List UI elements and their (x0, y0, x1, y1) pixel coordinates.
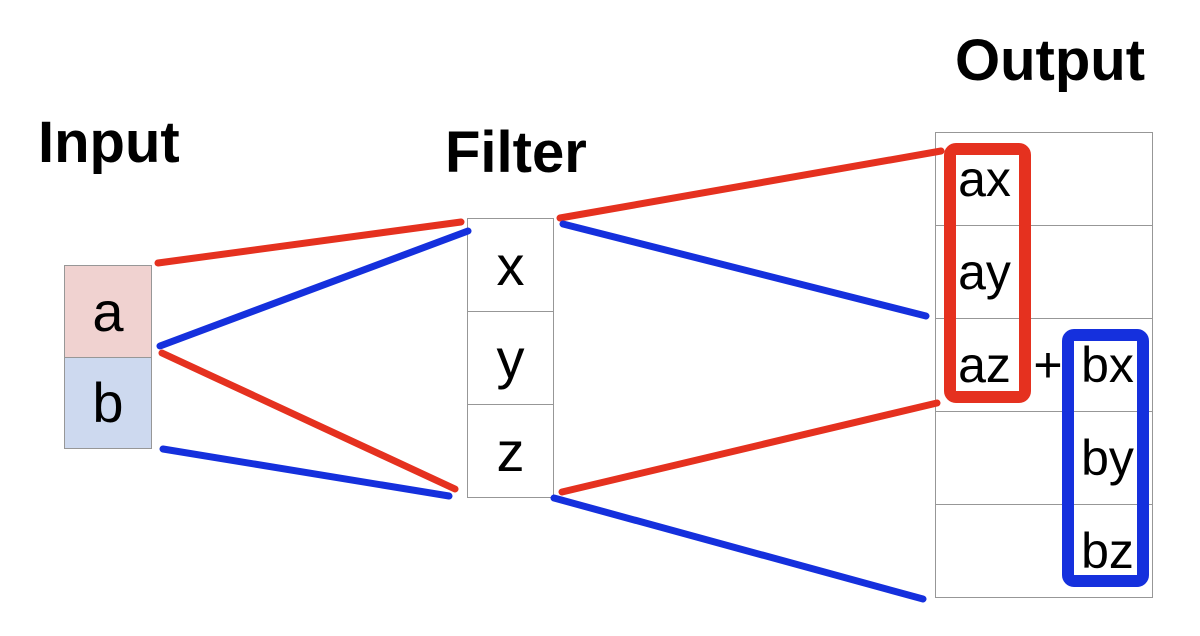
output-op-1 (1033, 133, 1063, 225)
connection-filter-top-to-output-red-top (556, 147, 945, 222)
connection-filter-top-to-output-blue-top (559, 220, 930, 320)
output-row-2: ay (936, 225, 1152, 318)
connection-input-b-bottom-to-filter-bottom (159, 445, 453, 500)
filter-cell-z: z (468, 404, 553, 497)
output-right-1 (1063, 133, 1152, 225)
output-row-1: ax (936, 133, 1152, 225)
connection-filter-bottom-to-output-blue-bottom (550, 494, 927, 603)
filter-title: Filter (445, 120, 587, 185)
output-value-ax: ax (958, 151, 1011, 207)
filter-table: x y z (467, 218, 554, 498)
connection-input-b-top-to-filter-bottom (158, 349, 459, 493)
output-row-3: az + bx (936, 318, 1152, 411)
output-right-2 (1063, 226, 1152, 318)
connection-filter-bottom-to-output-red-bottom (558, 399, 941, 496)
input-table: a b (64, 265, 152, 449)
output-value-az: az (958, 337, 1011, 393)
output-value-by: by (1081, 430, 1134, 486)
connection-input-a-top-to-filter-top (154, 218, 465, 267)
output-value-ay: ay (958, 244, 1011, 300)
output-left-5 (936, 505, 1033, 597)
output-value-bx: bx (1081, 337, 1134, 393)
output-op-2 (1033, 226, 1063, 318)
output-op-5 (1033, 505, 1063, 597)
output-row-4: by (936, 411, 1152, 504)
filter-cell-x: x (496, 233, 525, 297)
output-row-5: bz (936, 504, 1152, 597)
input-cell-a: a (65, 266, 151, 357)
output-plus-sign: + (1033, 337, 1063, 393)
input-title: Input (38, 110, 180, 175)
output-table: ax ay az + bx by bz (935, 132, 1153, 598)
output-op-4 (1033, 412, 1063, 504)
connection-input-a-bottom-to-filter-top (156, 227, 472, 350)
input-cell-b: b (65, 356, 151, 448)
output-left-4 (936, 412, 1033, 504)
filter-cell-y: y (468, 311, 553, 404)
output-title: Output (955, 28, 1146, 93)
output-value-bz: bz (1081, 523, 1134, 579)
